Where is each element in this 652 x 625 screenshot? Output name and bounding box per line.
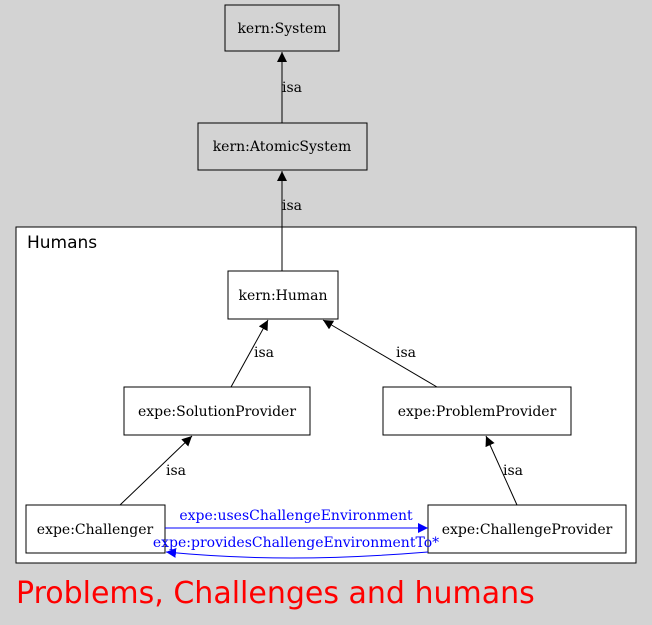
edge-label-isa: isa: [282, 198, 302, 214]
edge-atomic-to-system: isa: [277, 52, 302, 123]
edge-provides-challenge-environment: expe:providesChallengeEnvironmentTo*: [153, 535, 439, 559]
node-label-human: kern:Human: [238, 288, 327, 304]
node-challenger[interactable]: expe:Challenger: [25, 504, 166, 554]
node-label-system: kern:System: [237, 21, 326, 37]
node-kern-system[interactable]: kern:System: [224, 4, 340, 52]
node-label-challenger: expe:Challenger: [37, 522, 154, 538]
node-solution-provider[interactable]: expe:SolutionProvider: [123, 386, 311, 436]
node-challenge-provider[interactable]: expe:ChallengeProvider: [427, 504, 627, 554]
edge-label-isa: isa: [503, 463, 523, 479]
cluster-label: Humans: [27, 233, 97, 253]
node-kern-atomic-system[interactable]: kern:AtomicSystem: [197, 122, 368, 171]
edge-label-isa: isa: [282, 80, 302, 96]
class-diagram: Humans kern:System kern:AtomicSystem ker…: [15, 4, 637, 564]
edge-challenger-to-solution: isa: [119, 435, 193, 506]
edge-label-isa: isa: [166, 463, 186, 479]
edge-label-provides: expe:providesChallengeEnvironmentTo*: [153, 535, 439, 551]
edge-label-isa: isa: [396, 345, 416, 361]
node-kern-human[interactable]: kern:Human: [227, 270, 339, 320]
edge-cprovider-to-problem: isa: [485, 435, 523, 506]
edge-uses-challenge-environment: expe:usesChallengeEnvironment: [165, 508, 428, 533]
diagram-caption: Problems, Challenges and humans: [16, 576, 535, 611]
edge-label-uses: expe:usesChallengeEnvironment: [179, 508, 413, 524]
edge-solution-to-human: isa: [230, 319, 274, 388]
node-label-atomic: kern:AtomicSystem: [213, 139, 352, 155]
node-label-solution: expe:SolutionProvider: [138, 404, 296, 420]
edge-human-to-atomic: isa: [277, 171, 302, 271]
edge-problem-to-human: isa: [322, 319, 438, 388]
node-label-problem: expe:ProblemProvider: [398, 404, 557, 420]
edge-label-isa: isa: [254, 345, 274, 361]
node-label-cprovider: expe:ChallengeProvider: [442, 522, 613, 538]
node-problem-provider[interactable]: expe:ProblemProvider: [382, 386, 572, 436]
